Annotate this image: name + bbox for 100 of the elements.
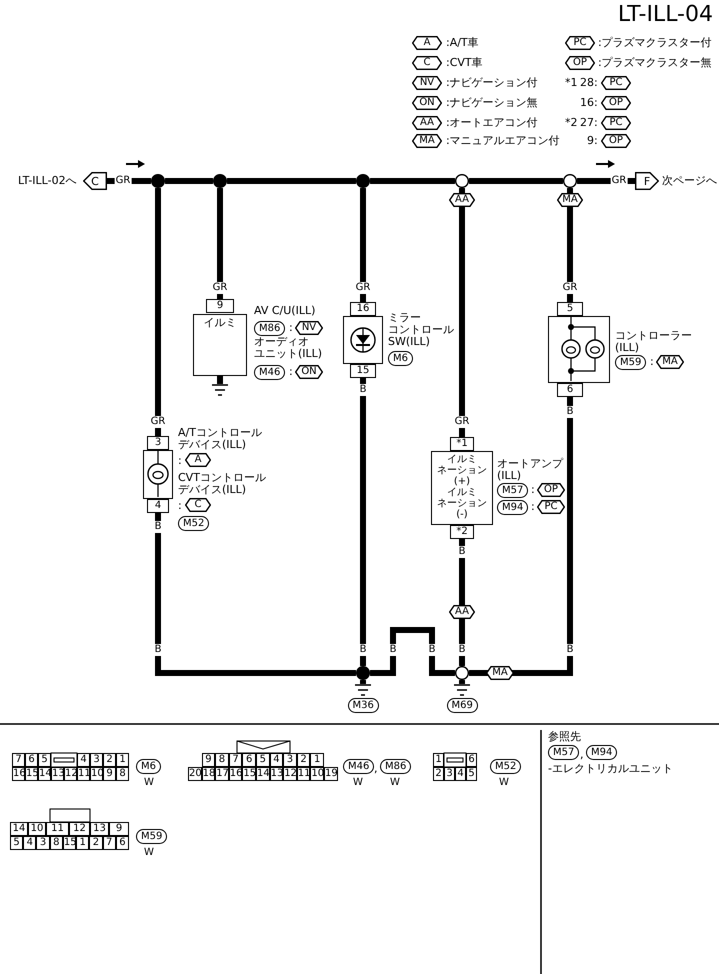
- legend-text: :ナビゲーション無: [446, 97, 538, 109]
- legend-text: :プラズマクラスター付: [598, 37, 712, 49]
- component-name: ミラーコントロール SW(ILL): [388, 312, 455, 348]
- pin-cell: 14: [256, 767, 270, 781]
- option-code: C: [412, 56, 442, 70]
- wire-color-label: B: [388, 644, 398, 656]
- pin-cell: 17: [215, 767, 229, 781]
- pin-cell: 1: [76, 836, 90, 850]
- option-code: A: [412, 36, 442, 50]
- component-name: AV C/U(ILL): [254, 305, 316, 317]
- option-code: PC: [537, 500, 565, 514]
- wire: [469, 397, 573, 676]
- legend-text: :ナビゲーション付: [446, 77, 538, 89]
- connector-code: M86: [380, 759, 412, 774]
- connector-code: M57: [497, 483, 528, 498]
- pin-number: 9: [206, 299, 234, 313]
- option-code: MA: [412, 134, 442, 148]
- pin-cell: 9: [109, 822, 129, 836]
- option-code: AA: [412, 116, 442, 130]
- option-code: A: [185, 453, 211, 467]
- colon: :: [531, 501, 535, 513]
- legend-text: :プラズマクラスター無: [598, 57, 712, 69]
- wire: [360, 378, 366, 666]
- pin-cell: 8: [50, 836, 63, 850]
- connector-code: M86: [254, 321, 286, 336]
- colon: :: [289, 366, 293, 378]
- pin-cell: 1: [433, 753, 444, 767]
- connector-code: M36: [348, 698, 379, 713]
- wire-color-label: GR: [354, 282, 372, 294]
- pin-number: *2: [450, 525, 474, 539]
- note-mark: *1: [565, 77, 578, 89]
- wire-color-label: B: [458, 644, 466, 656]
- colon: :: [289, 322, 293, 334]
- wire: [459, 539, 465, 666]
- option-code: AA: [449, 193, 475, 207]
- pin-cell: 1: [310, 753, 324, 767]
- wire-color-code: W: [144, 777, 154, 788]
- pin-cell: 6: [466, 753, 477, 767]
- note-mark: *2: [565, 117, 578, 129]
- pin-cell: 20: [188, 767, 202, 781]
- pin-number: 4: [147, 499, 169, 513]
- connector-code: M57: [548, 745, 580, 760]
- wire-color-label: GR: [150, 416, 166, 428]
- wire-color-label: B: [428, 644, 436, 656]
- connector-code: M59: [136, 829, 168, 844]
- pin-note: 16:: [580, 97, 598, 109]
- wire-color-code: W: [390, 777, 400, 788]
- connector-code: M52: [178, 516, 210, 531]
- wire-color-label: GR: [454, 416, 470, 428]
- legend-text: :A/T車: [446, 37, 479, 49]
- wire-color-label: GR: [114, 175, 132, 187]
- pin-cell: 2: [89, 836, 103, 850]
- pin-note: 28:: [580, 77, 598, 89]
- connector-code: M94: [497, 500, 528, 515]
- comma: ,: [374, 763, 378, 775]
- pin-cell: 3: [283, 753, 297, 767]
- pin-cell: 7: [12, 753, 25, 767]
- pin-cell: 7: [228, 753, 242, 767]
- option-code: ON: [295, 365, 323, 379]
- wire-color-label: GR: [610, 175, 628, 187]
- wire: [577, 178, 635, 184]
- component-name: CVTコントロールデバイス(ILL): [178, 472, 267, 496]
- legend-text: :マニュアルエアコン付: [446, 135, 560, 147]
- pin-cell: 19: [324, 767, 338, 781]
- component-name: コントローラー (ILL): [615, 330, 693, 354]
- pin-cell: 3: [444, 767, 455, 781]
- pin-cell: 4: [23, 836, 36, 850]
- colon: :: [178, 500, 182, 512]
- option-code: C: [185, 498, 211, 512]
- page-title: LT-ILL-04: [618, 3, 713, 27]
- pin-cell: 2: [103, 753, 116, 767]
- wire: [567, 188, 573, 302]
- pin-number: 15: [350, 364, 376, 378]
- option-code: OP: [601, 96, 631, 110]
- component-name: A/Tコントロールデバイス(ILL): [178, 427, 263, 451]
- wire-color-code: W: [353, 777, 363, 788]
- pin-cell: 12: [283, 767, 297, 781]
- wire: [370, 627, 455, 676]
- wire-color-label: B: [458, 546, 466, 558]
- wire-color-label: B: [154, 644, 162, 656]
- wire-color-label: B: [358, 644, 368, 656]
- pin-cell: 5: [38, 753, 51, 767]
- wire: [155, 188, 161, 436]
- pin-cell: 11: [296, 767, 310, 781]
- connector-code: M6: [388, 351, 413, 366]
- colon: :: [178, 455, 182, 467]
- wire-color-label: B: [566, 406, 574, 418]
- pin-cell: 4: [77, 753, 90, 767]
- pin-cell: 6: [242, 753, 256, 767]
- wire: [227, 178, 356, 184]
- pin-cell: 6: [25, 753, 38, 767]
- legend-text: :オートエアコン付: [446, 117, 538, 129]
- wire: [459, 188, 465, 437]
- pin-cell: 2: [433, 767, 444, 781]
- pin-cell: 14: [38, 767, 51, 781]
- wire: [217, 188, 223, 299]
- option-code: MA: [557, 193, 583, 207]
- connector-code: M52: [490, 759, 522, 774]
- connector-code: M6: [136, 759, 161, 774]
- pin-cell: 3: [36, 836, 50, 850]
